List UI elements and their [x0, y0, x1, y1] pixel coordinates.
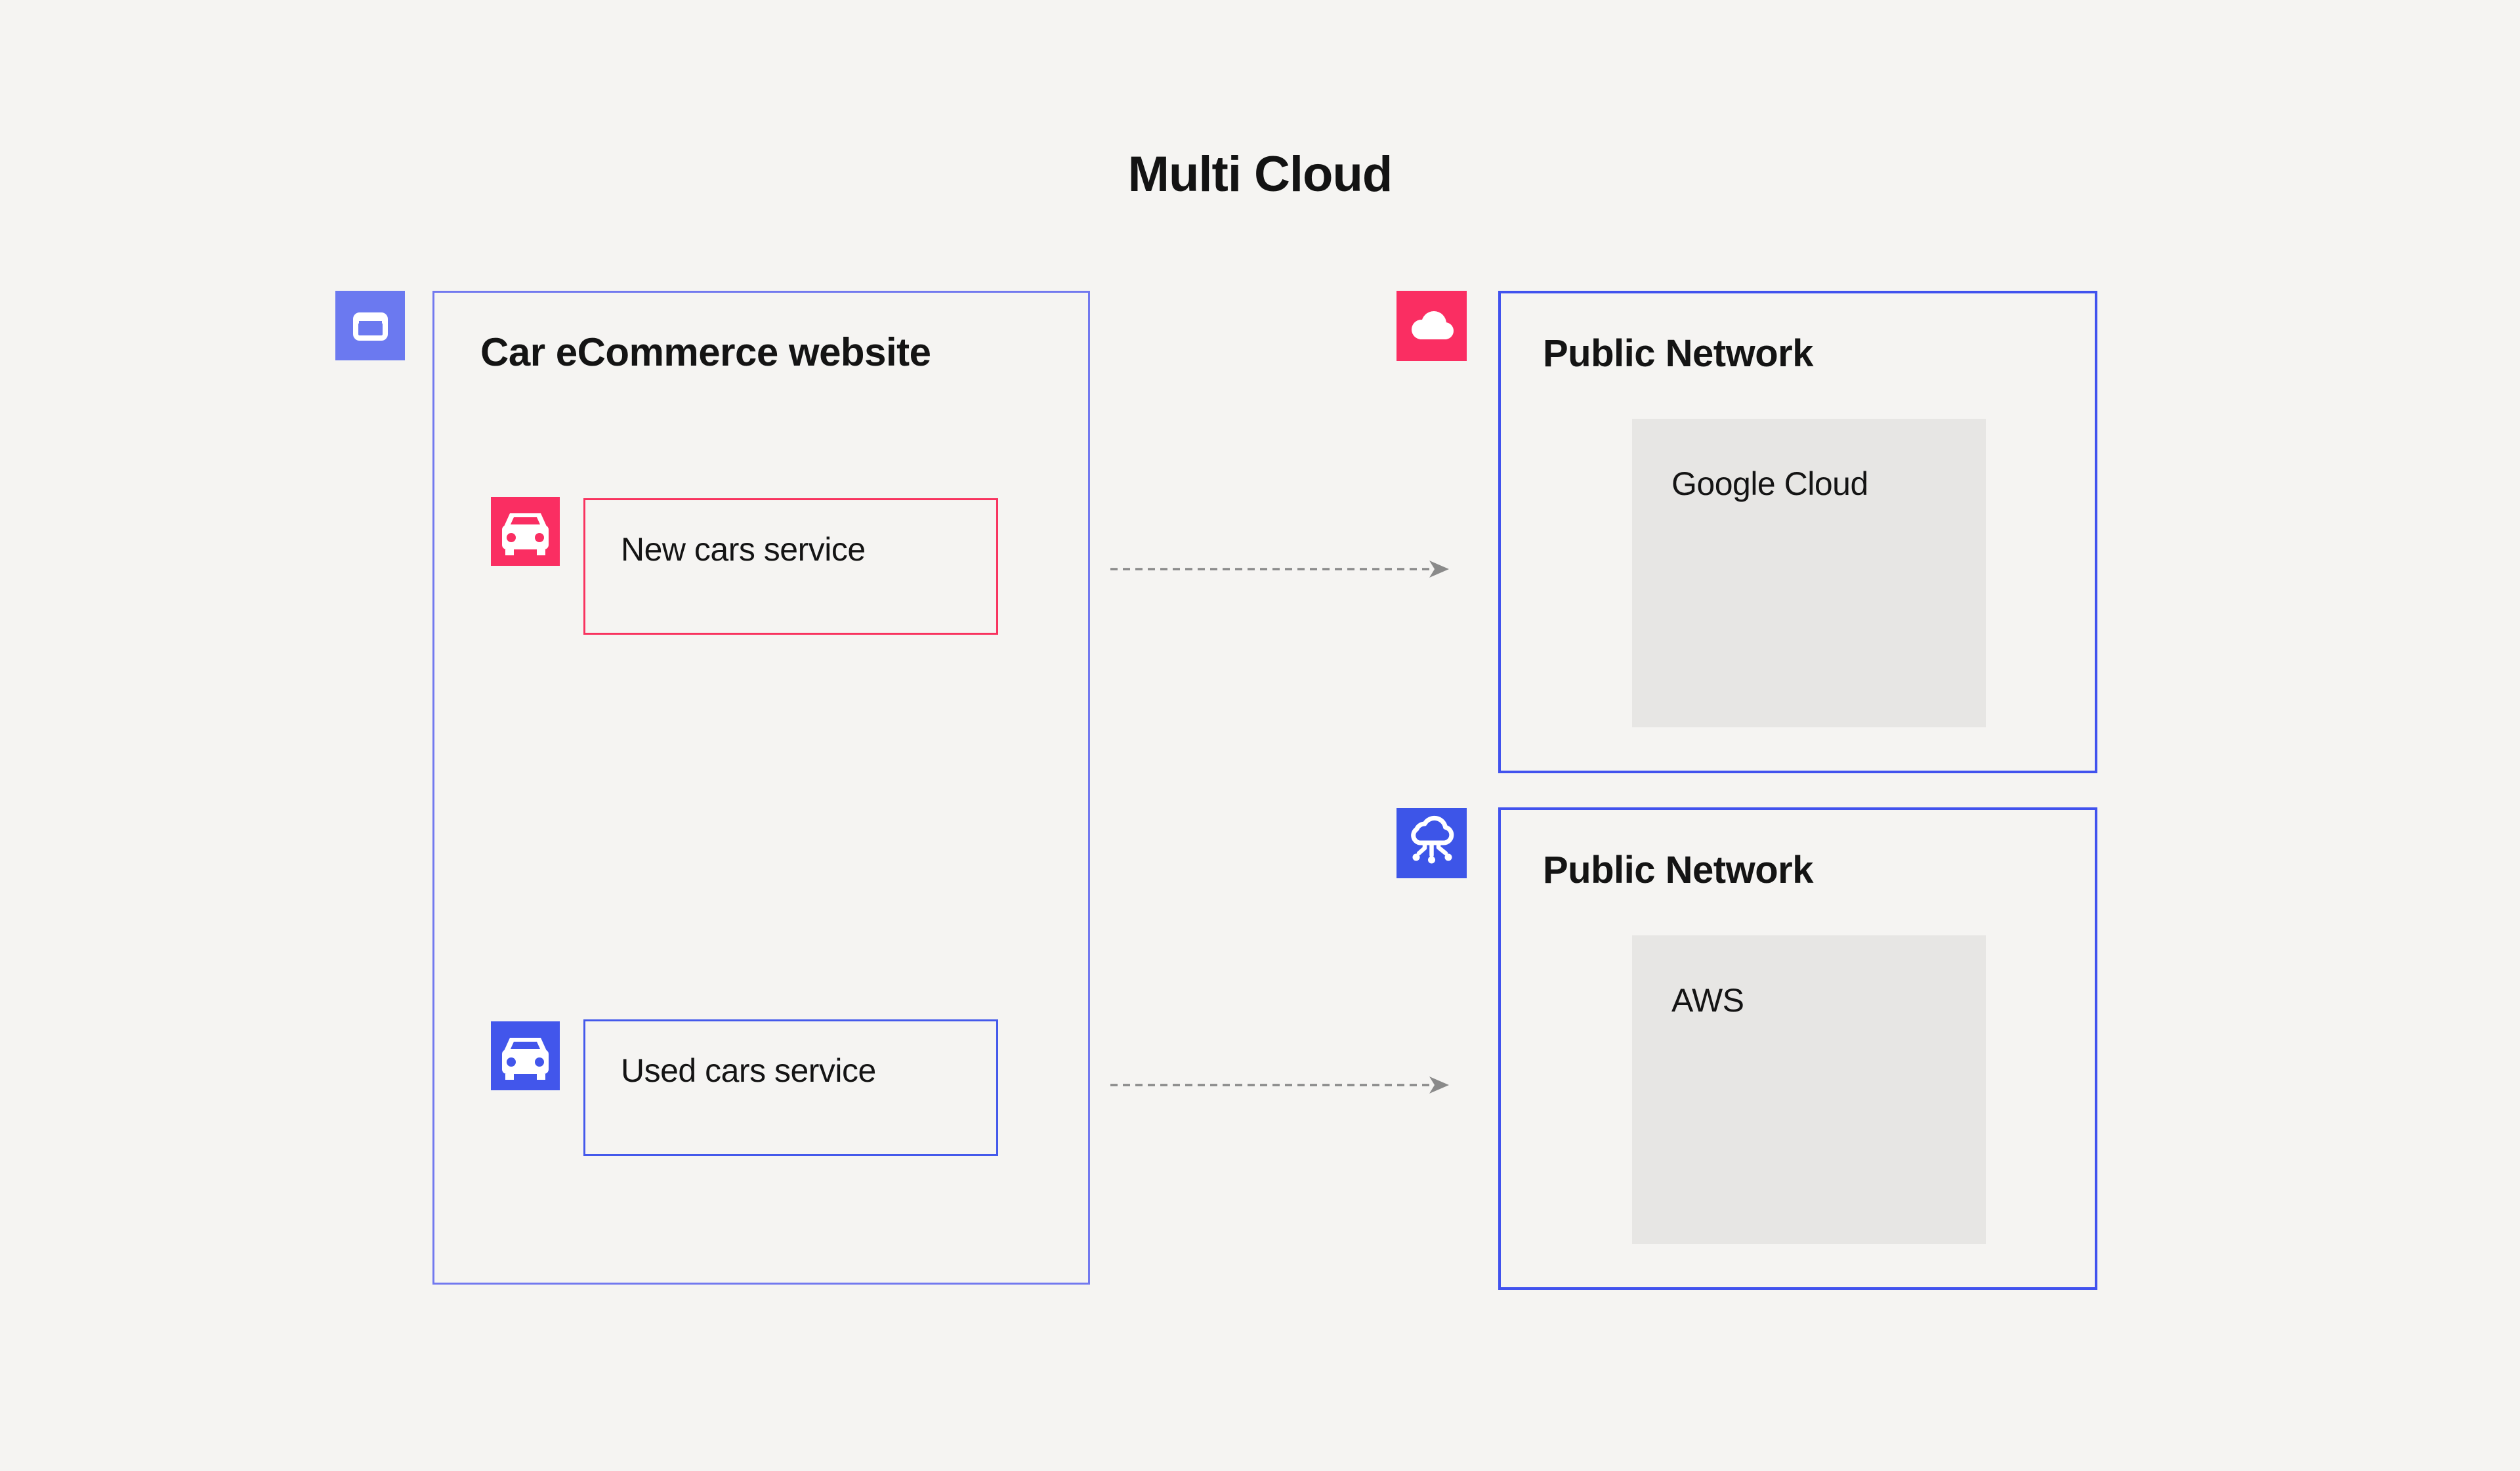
car-icon — [491, 1021, 560, 1090]
cloud-icon — [1396, 291, 1467, 361]
arrow-used-cars-to-aws — [1110, 1077, 1449, 1094]
network-box-google: Public Network Google Cloud — [1498, 291, 2097, 773]
cloud-network-icon — [1396, 808, 1467, 878]
provider-panel-aws: AWS — [1632, 935, 1986, 1244]
service-box-new-cars: New cars service — [583, 498, 998, 635]
provider-panel-google: Google Cloud — [1632, 419, 1986, 727]
browser-icon — [335, 291, 405, 360]
service-label-new-cars: New cars service — [621, 531, 866, 568]
diagram-title: Multi Cloud — [1127, 146, 1393, 202]
network-box-title: Public Network — [1543, 849, 1813, 891]
provider-label-google: Google Cloud — [1671, 465, 1868, 502]
provider-label-aws: AWS — [1671, 982, 1744, 1019]
car-icon — [491, 497, 560, 566]
app-box-title: Car eCommerce website — [480, 330, 931, 374]
service-label-used-cars: Used cars service — [621, 1052, 876, 1089]
service-box-used-cars: Used cars service — [583, 1019, 998, 1156]
arrow-new-cars-to-google — [1110, 561, 1449, 578]
app-box-car-ecommerce: Car eCommerce website New cars service U… — [432, 291, 1090, 1285]
network-box-title: Public Network — [1543, 332, 1813, 375]
network-box-aws: Public Network AWS — [1498, 807, 2097, 1290]
